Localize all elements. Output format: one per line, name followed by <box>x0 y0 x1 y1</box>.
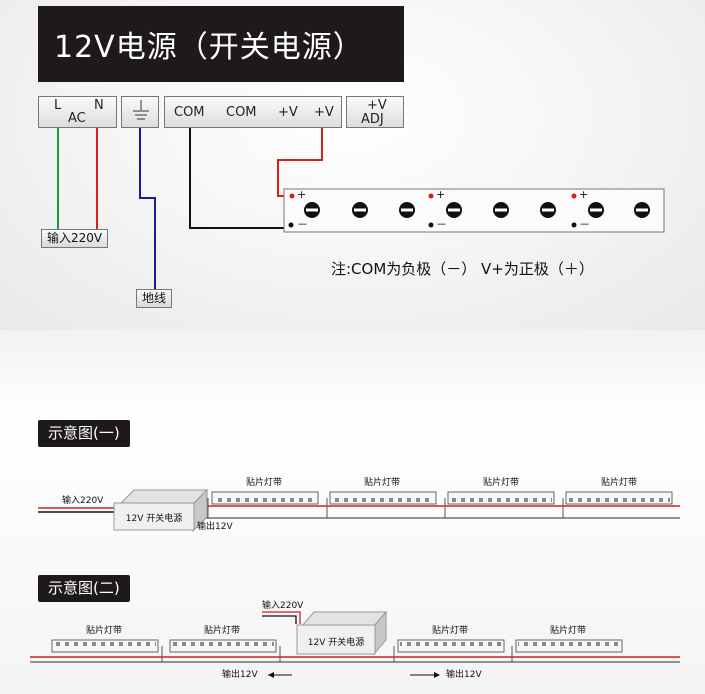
input-220v-tag: 输入220V <box>41 229 109 248</box>
diagram2-output-right-label: 输出12V <box>446 670 482 680</box>
pad-plus-3: + <box>579 188 589 201</box>
ground-tag: 地线 <box>136 289 173 308</box>
pad-dots <box>288 193 577 228</box>
diagram1-strip-label-1: 贴片灯带 <box>246 478 283 488</box>
pad-plus-1: + <box>297 188 307 201</box>
pad-plus-2: + <box>436 188 446 201</box>
terminal-com2-label: COM <box>226 105 257 120</box>
terminal-ac: L N AC <box>38 96 117 128</box>
polarity-note: 注:COM为负极（－） V+为正极（＋） <box>331 260 594 278</box>
diagram2-strip-label-2: 贴片灯带 <box>204 626 241 636</box>
diagram2-strip-label-4: 贴片灯带 <box>550 626 587 636</box>
terminal-adj: +V ADJ <box>346 96 404 128</box>
wire-com <box>189 128 285 229</box>
pad-minus-1: － <box>297 218 308 231</box>
terminal-output: COM COM +V +V <box>164 96 342 128</box>
pad-minus-3: － <box>579 218 590 231</box>
terminal-ground <box>121 96 159 128</box>
diagram1-strip-label-4: 贴片灯带 <box>601 478 638 488</box>
diagram2-strip-label-3: 贴片灯带 <box>432 626 469 636</box>
wire-ground <box>139 128 156 290</box>
led-dots <box>304 202 650 218</box>
diagram1-input-label: 输入220V <box>62 496 104 506</box>
diagram2-psu-label: 12V 开关电源 <box>307 638 365 648</box>
terminal-v2-label: +V <box>314 105 334 120</box>
page-title: 12V电源（开关电源） <box>38 6 404 82</box>
wiring-diagram <box>57 128 665 290</box>
diagram2-output-left-label: 输出12V <box>222 670 258 680</box>
terminal-com1-label: COM <box>174 105 205 120</box>
ground-icon <box>133 100 149 120</box>
diagram1-output-label: 输出12V <box>197 522 233 532</box>
diagram2-caption: 示意图(二) <box>38 575 130 602</box>
diagram1-strip-label-2: 贴片灯带 <box>364 478 401 488</box>
terminal-n-label: N <box>94 98 104 113</box>
diagram2-input-label: 输入220V <box>262 601 304 611</box>
terminal-adj-bottom-label: ADJ <box>361 112 384 127</box>
diagram1-psu-label: 12V 开关电源 <box>125 514 183 524</box>
terminal-l-label: L <box>54 98 62 113</box>
terminal-v1-label: +V <box>278 105 298 120</box>
diagram2-strip-label-1: 贴片灯带 <box>86 626 123 636</box>
diagram1-strip-label-3: 贴片灯带 <box>483 478 520 488</box>
diagram1-caption: 示意图(一) <box>38 420 130 447</box>
pad-minus-2: － <box>436 218 447 231</box>
terminal-adj-top-label: +V <box>367 98 387 113</box>
terminal-ac-label: AC <box>68 111 86 126</box>
wire-plus <box>277 128 323 197</box>
